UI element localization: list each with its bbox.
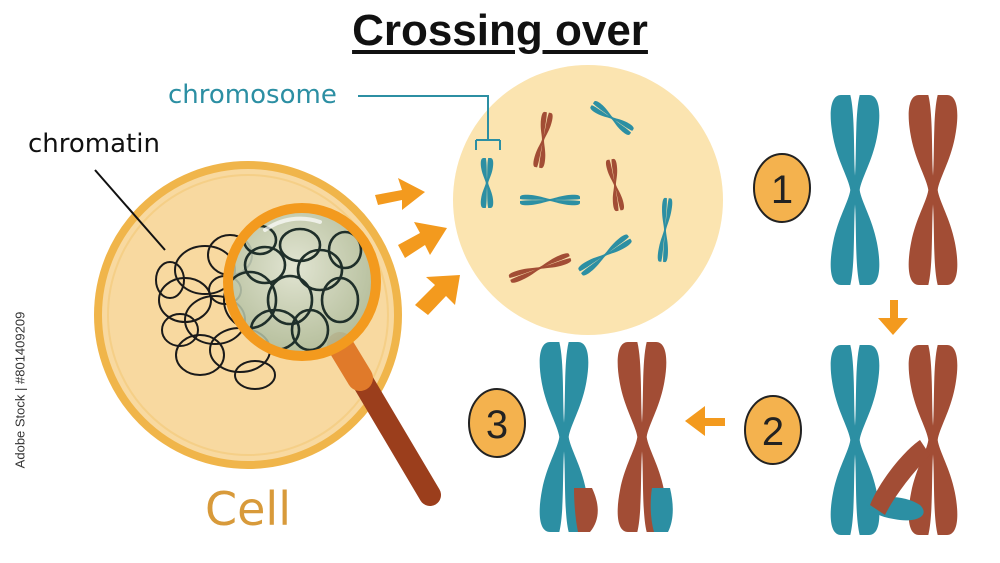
svg-text:3: 3 bbox=[486, 403, 508, 447]
chromatin-pointer bbox=[94, 169, 166, 251]
arrow-right-icon bbox=[375, 178, 425, 210]
nucleus-zoom bbox=[453, 65, 723, 335]
arrow-left-icon bbox=[685, 406, 725, 436]
watermark: Adobe Stock | #801409209 bbox=[12, 311, 28, 469]
svg-text:2: 2 bbox=[762, 410, 784, 454]
arrow-down-icon bbox=[878, 300, 908, 335]
svg-text:1: 1 bbox=[771, 168, 793, 212]
chromosome-label: chromosome bbox=[168, 80, 337, 110]
arrow-right-icon bbox=[398, 222, 447, 258]
arrow-icons bbox=[375, 178, 460, 315]
magnifying-glass-icon bbox=[223, 203, 441, 506]
page-title: Crossing over bbox=[352, 6, 648, 55]
step-badge-2: 2 bbox=[744, 395, 802, 465]
chromosome-pointer bbox=[358, 95, 501, 150]
step-2-chromosome-pair bbox=[830, 345, 958, 535]
step-badge-1: 1 bbox=[753, 153, 811, 223]
arrow-right-icon bbox=[415, 275, 460, 315]
step-badge-3: 3 bbox=[468, 388, 526, 458]
chromatin-label: chromatin bbox=[28, 129, 160, 159]
step-1-chromosome-pair bbox=[830, 94, 958, 285]
step-3-chromosome-pair bbox=[539, 342, 673, 532]
cell-label: Cell bbox=[205, 482, 291, 536]
